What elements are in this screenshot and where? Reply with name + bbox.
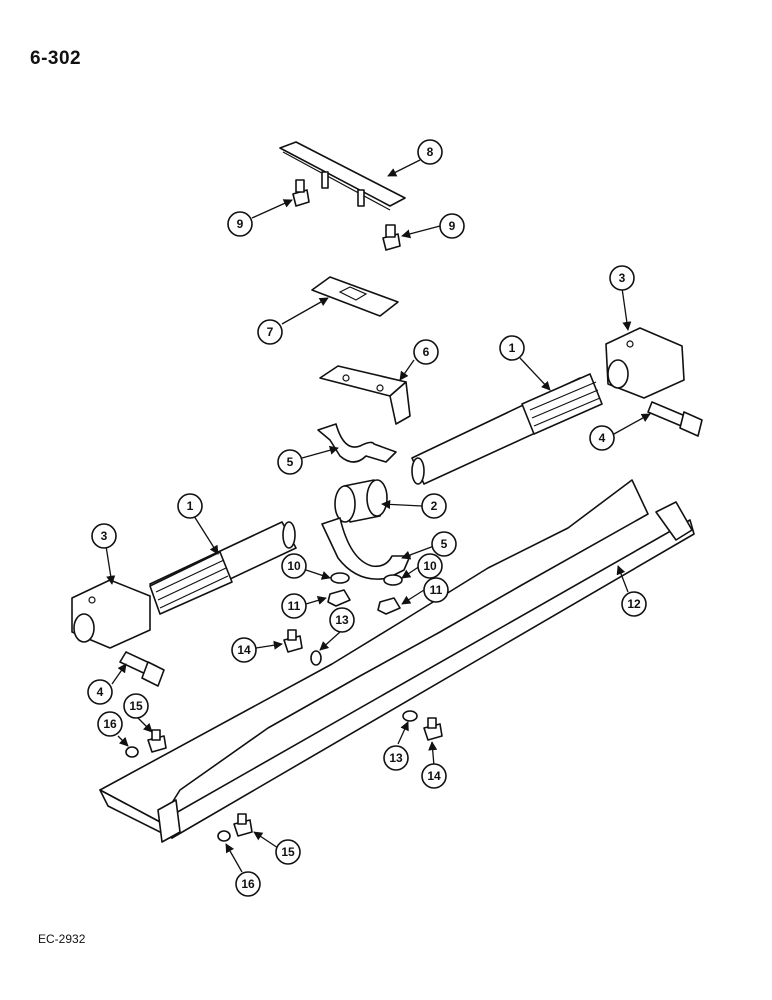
part-11-nut-right <box>377 597 401 615</box>
part-10-washer-right <box>383 574 403 586</box>
callout-5-lower: 5 <box>431 531 457 557</box>
part-15-bolt-lower <box>233 813 253 837</box>
part-1-shaft-lower <box>149 521 297 615</box>
callout-15-lower: 15 <box>275 839 301 865</box>
part-4-bolt-upper <box>647 401 703 437</box>
callout-15-upper: 15 <box>123 693 149 719</box>
callout-4-upper: 4 <box>589 425 615 451</box>
callout-label: 3 <box>101 529 108 543</box>
callout-label: 16 <box>103 717 117 731</box>
callout-label: 5 <box>287 455 294 469</box>
callout-10-left: 10 <box>281 553 307 579</box>
callout-label: 4 <box>97 685 104 699</box>
part-12-channel-rail <box>99 479 695 843</box>
leader-lines <box>105 159 651 873</box>
callout-label: 13 <box>389 751 403 765</box>
part-13-washer-lower <box>402 710 418 722</box>
callout-label: 13 <box>335 613 349 627</box>
callout-label: 11 <box>288 599 301 613</box>
callout-label: 6 <box>423 345 430 359</box>
callout-label: 15 <box>129 699 143 713</box>
callout-11-left: 11 <box>281 593 307 619</box>
part-3-coupler-lower <box>71 579 151 649</box>
callout-6: 6 <box>413 339 439 365</box>
callout-label: 1 <box>187 499 194 513</box>
callout-1-lower: 1 <box>177 493 203 519</box>
part-15-bolt-upper <box>147 729 167 753</box>
part-11-nut-left <box>327 589 351 607</box>
callout-label: 7 <box>267 325 274 339</box>
part-4-bolt-lower <box>119 651 165 687</box>
callout-9-upper: 9 <box>227 211 253 237</box>
callout-label: 8 <box>427 145 434 159</box>
callout-14-upper: 14 <box>231 637 257 663</box>
callout-label: 14 <box>427 769 441 783</box>
page-number: 6-302 <box>30 48 82 69</box>
part-9-bolt-lower <box>382 224 401 251</box>
callout-5-upper: 5 <box>277 449 303 475</box>
callout-16-upper: 16 <box>97 711 123 737</box>
part-3-coupler-upper <box>605 327 685 399</box>
part-2-bushing <box>334 479 388 523</box>
callout-label: 5 <box>441 537 448 551</box>
callout-7: 7 <box>257 319 283 345</box>
callout-16-lower: 16 <box>235 871 261 897</box>
callout-label: 15 <box>281 845 295 859</box>
part-1-shaft-upper <box>411 373 603 485</box>
callout-label: 4 <box>599 431 606 445</box>
part-5-clamp-lower <box>321 517 411 580</box>
callout-8: 8 <box>417 139 443 165</box>
callout-2: 2 <box>421 493 447 519</box>
part-9-bolt-upper <box>292 179 310 207</box>
callout-label: 9 <box>237 217 244 231</box>
callout-label: 3 <box>619 271 626 285</box>
callout-label: 14 <box>237 643 251 657</box>
callout-12: 12 <box>621 591 647 617</box>
callout-9-lower: 9 <box>439 213 465 239</box>
callout-11-right: 11 <box>423 577 449 603</box>
callout-label: 10 <box>287 559 301 573</box>
callout-label: 2 <box>431 499 438 513</box>
callout-label: 1 <box>509 341 516 355</box>
part-16-washer-lower <box>217 830 231 842</box>
callout-label: 9 <box>449 219 456 233</box>
callout-13-upper: 13 <box>329 607 355 633</box>
part-16-washer-upper <box>125 746 139 758</box>
callout-3-lower: 3 <box>91 523 117 549</box>
part-8-mounting-plate <box>279 141 406 211</box>
part-6-bracket <box>319 365 411 425</box>
part-10-washer-left <box>330 572 350 584</box>
callout-13-lower: 13 <box>383 745 409 771</box>
callout-label: 10 <box>423 559 437 573</box>
part-14-bolt-upper <box>283 629 303 653</box>
callout-1-upper: 1 <box>499 335 525 361</box>
callout-label: 16 <box>241 877 255 891</box>
part-14-bolt-lower <box>423 717 443 741</box>
callout-label: 11 <box>430 583 443 597</box>
callout-4-lower: 4 <box>87 679 113 705</box>
callout-label: 12 <box>627 597 641 611</box>
part-7-shim <box>311 276 399 317</box>
part-13-washer-upper <box>310 650 322 666</box>
callout-10-right: 10 <box>417 553 443 579</box>
callout-3-upper: 3 <box>609 265 635 291</box>
figure-code: EC-2932 <box>38 932 86 946</box>
part-5-clamp-upper <box>317 423 397 463</box>
callout-14-lower: 14 <box>421 763 447 789</box>
